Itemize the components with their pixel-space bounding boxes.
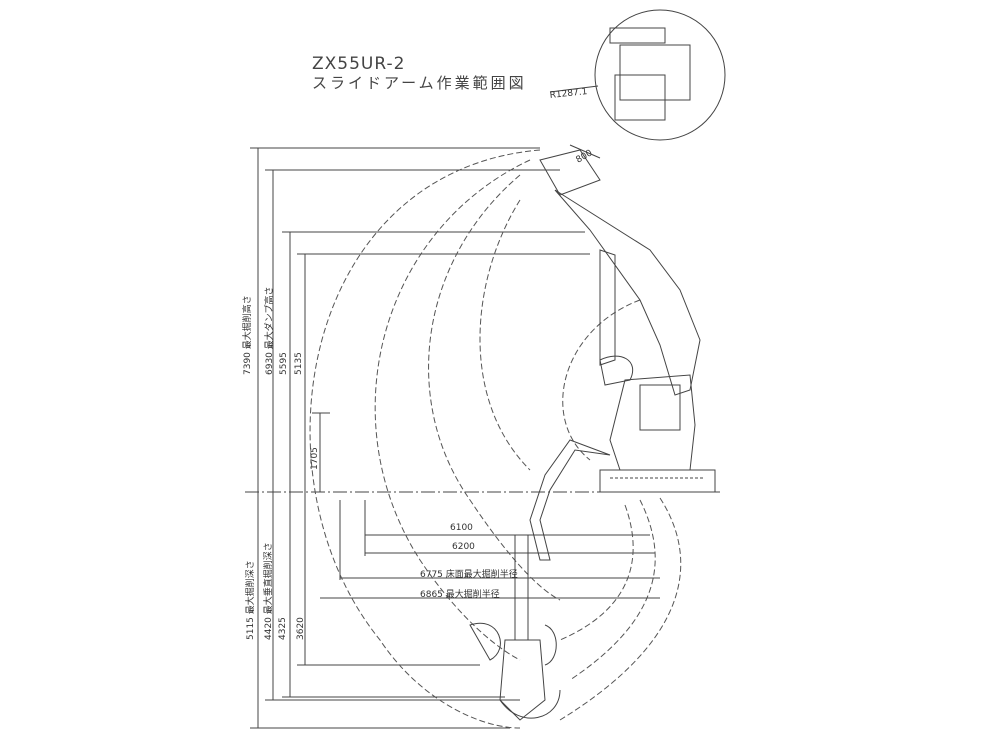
dim-6865: 6865 最大掘削半径: [420, 590, 500, 600]
inset-radius-label: R1287.1: [549, 87, 588, 101]
dim-6775: 6775 床面最大掘削半径: [420, 570, 518, 580]
dim-6930: 6930 最大ダンプ高さ: [265, 286, 275, 375]
dim-5135: 5135: [294, 352, 304, 375]
dim-3620: 3620: [296, 617, 306, 640]
dim-1705: 1705: [310, 447, 320, 470]
dim-4325: 4325: [278, 617, 288, 640]
drawing-title: ZX55UR-2 スライドアーム作業範囲図: [312, 55, 527, 93]
dim-7390: 7390 最大掘削高さ: [243, 295, 253, 375]
dim-5595: 5595: [279, 352, 289, 375]
inset-top-view: [549, 9, 726, 141]
model-name: ZX55UR-2: [312, 54, 406, 74]
dim-5115: 5115 最大掘削深さ: [246, 560, 256, 640]
dim-4420: 4420 最大垂直掘削深さ: [264, 542, 274, 640]
drawing-subtitle: スライドアーム作業範囲図: [312, 74, 527, 92]
dim-6100: 6100: [450, 523, 473, 533]
dim-6200: 6200: [452, 542, 475, 552]
